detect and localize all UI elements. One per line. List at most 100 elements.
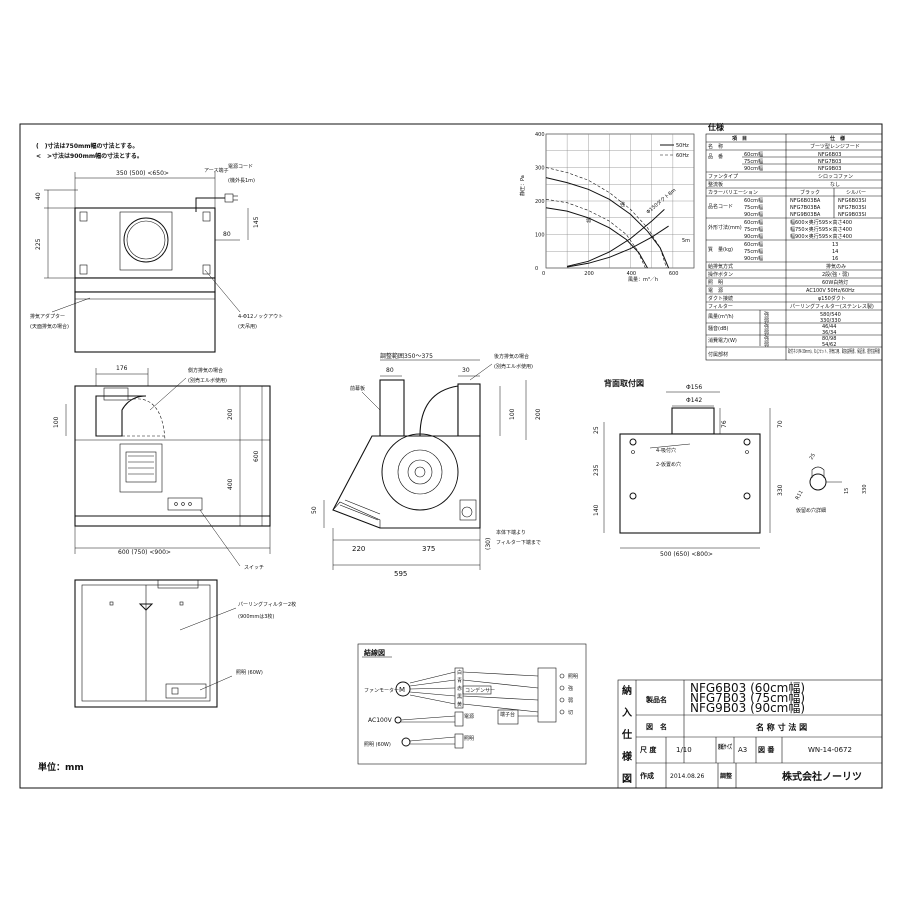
drawing-name-label: 図 名 (646, 722, 667, 731)
back-dim-330b: 330 (862, 484, 868, 494)
wiring-title: 結線図 (364, 648, 385, 657)
spec-attach-value: 取付ネジ(M-30mm)、ねじセット、排気口用、取扱説明書、保証書、据付説明書 (788, 348, 880, 355)
spec-exhaust-label: 給排気方式 (708, 263, 733, 270)
spec-outer-size-0: 60cm幅 (744, 219, 763, 226)
front-dim-400: 400 (227, 478, 234, 490)
spec-code-size-2: 90cm幅 (744, 211, 763, 218)
side-char-1: 入 (622, 707, 632, 719)
spec-outer-size-2: 90cm幅 (744, 233, 763, 240)
filter-label: パーリングフィルター2枚 (238, 601, 296, 608)
unit-label: 単位：mm (38, 761, 84, 773)
spec-power-label: 電 源 (708, 287, 723, 294)
scale-label: 尺 度 (639, 745, 657, 754)
tmp-hole-label: 仮留め穴詳細 (796, 507, 826, 514)
back-view-title: 背面取付図 (604, 378, 644, 388)
chart-ytick: 400 (535, 132, 545, 138)
back-dim-25: 25 (593, 426, 600, 434)
spec-color-black: ブラック (800, 189, 820, 196)
front-panel-label: 前幕板 (350, 385, 365, 392)
side-dim-50: 50 (311, 506, 318, 514)
front-dim-width: 600 (750) <900> (118, 549, 171, 556)
side-char-3: 様 (622, 750, 633, 763)
sheet-frame (19, 123, 883, 789)
chart-series-4 (566, 209, 665, 267)
back-dim-330: 330 (777, 484, 784, 496)
spec-switch-label: 操作ボタン (708, 271, 733, 278)
filter-lower-label: フィルター下端まで (496, 539, 541, 546)
chart-ytick: 200 (535, 199, 545, 205)
chart-ylabel: 静圧：Pa (519, 175, 526, 196)
knockout-note: (天吊用) (238, 324, 257, 330)
rear-exhaust-label: 後方排気の場合 (494, 353, 529, 360)
spec-flow-1: 330/330 (820, 318, 841, 324)
chart-duct2-label: 5m (682, 238, 690, 244)
paper-label: 原紙サイズ (718, 743, 732, 751)
back-dim-140: 140 (593, 504, 600, 516)
spec-outer-1: 幅750×奥行595×高さ400 (790, 226, 852, 233)
front-view: 176 側方排気の場合 (別売エルボ使用) 100 200 400 (53, 365, 271, 571)
product-label: 製品名 (645, 695, 667, 704)
front-dim-200: 200 (227, 408, 234, 420)
wire-light-label: 照明 (464, 736, 474, 742)
side-dim-30: 30 (462, 367, 470, 374)
spec-shutter-label: 整流板 (708, 181, 723, 188)
spec-head-item: 項 目 (732, 135, 747, 142)
wiring-diagram: 結線図 ファンモーター M AC100V 照明 (60W) 白 青 赤 黒 黄 … (357, 643, 587, 765)
spec-switch-value: 2段(強・弱) (822, 271, 849, 278)
earth-terminal-label: アース端子 (204, 167, 228, 174)
spec-flow-label: 風量(m³/h) (708, 313, 734, 320)
date-label: 作成 (640, 771, 654, 780)
front-dim-176: 176 (116, 365, 128, 372)
side-dim-200: 200 (535, 408, 542, 420)
wiring-light: 照明 (60W) (364, 742, 391, 748)
company-name: 株式会社ノーリツ (782, 770, 862, 783)
spec-exhaust-value: 排気のみ (826, 263, 846, 270)
spec-fan-label: ファンタイプ (708, 173, 738, 180)
spec-filter-value: パーリングフィルター(ステンレス製) (790, 303, 874, 310)
chart-series-5 (567, 225, 669, 268)
switch-label: スイッチ (244, 565, 264, 571)
chart-ytick: 300 (535, 166, 545, 172)
top-dim-225: 225 (35, 238, 42, 250)
spec-noise-label: 騒音(dB) (708, 325, 729, 332)
wiring-fan-motor: ファンモーター (364, 687, 399, 694)
spec-weight-2: 16 (832, 256, 838, 262)
spec-name-label: 名 称 (708, 143, 723, 150)
spec-weight-0: 13 (832, 242, 838, 248)
title-block: 納 入 仕 様 図 製品名 NFG6B03 (60cm幅) NFG7B03 (7… (617, 679, 883, 789)
drawing-number-label: 図 番 (758, 745, 775, 754)
top-dim-145: 145 (253, 216, 260, 228)
side-range-label: 調整範囲350～375 (380, 352, 433, 360)
rear-elbow-label: (別売エルボ使用) (494, 363, 533, 370)
product-line-0: NFG6B03 (60cm幅) (690, 680, 805, 695)
chart-xtick: 600 (669, 271, 679, 277)
side-dim-80: 80 (386, 367, 394, 374)
side-char-2: 仕 (621, 728, 632, 741)
filter-note: (900mmは3枚) (238, 613, 274, 620)
spec-duct-value: φ150ダクト (818, 295, 846, 302)
check-label: 調整 (720, 772, 733, 780)
sw-label-2: 弱 (568, 698, 573, 704)
note-750: ( )寸法は750mm幅の寸法とする。 (36, 142, 138, 150)
spec-flow-0: 580/540 (820, 312, 841, 318)
legend-50hz: 50Hz (676, 143, 689, 149)
back-dim-142: Φ142 (686, 397, 702, 404)
chart-series-3 (545, 199, 646, 269)
top-dim-width: 350 (500) <650> (116, 170, 169, 177)
spec-code-size-1: 75cm幅 (744, 204, 763, 211)
spec-outer-2: 幅900×奥行595×高さ400 (790, 233, 852, 240)
spec-color-silver: シルバー (846, 190, 866, 196)
spec-code-black-0: NFG6B03BA (790, 198, 821, 204)
front-dim-600: 600 (253, 450, 260, 462)
chart-xtick: 400 (627, 271, 637, 277)
spec-code-black-2: NFG9B03BA (790, 212, 821, 218)
spec-filter-label: フィルター (708, 303, 733, 310)
back-dim-70: 70 (777, 420, 784, 428)
wire-label-1: 青 (457, 677, 462, 684)
wire-label-4: 黄 (457, 701, 462, 708)
spec-code-silver-0: NFG6B03SI (838, 198, 866, 204)
wire-label-3: 黒 (457, 694, 462, 700)
drawing-name-value: 名 称 寸 法 図 (756, 722, 807, 732)
